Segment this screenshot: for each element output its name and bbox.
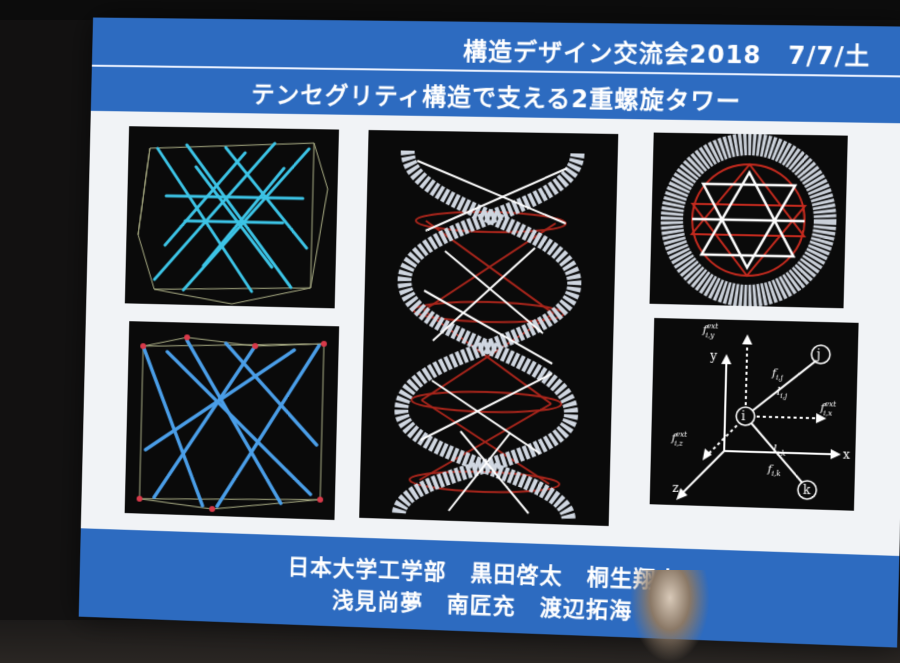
foreground-person-silhouette (630, 570, 710, 663)
node-j-circle (811, 345, 830, 364)
slide-header: 構造デザイン交流会2018 7/7/土 テンセグリティ構造で支える2重螺旋タワー (90, 17, 900, 124)
f-ik-label: fi,k (766, 462, 780, 478)
y-axis-label: y (709, 348, 718, 362)
author-name: 黒田啓太 (470, 561, 563, 590)
author-name: 浅見尚夢 (331, 588, 424, 617)
f-ext-z-label: fexti,z (670, 430, 687, 448)
node-k-circle (798, 481, 817, 500)
plan-view-drawing (650, 133, 848, 309)
author-name: 渡辺拓海 (539, 595, 633, 625)
tensegrity-render-bottom-left (124, 321, 340, 520)
event-title: 構造デザイン交流会2018 7/7/土 (463, 32, 871, 72)
node-k-label: k (803, 483, 812, 498)
room-ceiling (0, 0, 900, 20)
y-axis-line (724, 360, 726, 451)
node-i-label: i (741, 409, 745, 423)
node-force-diagram: i j k x y z fi,j li,j li,k fi,k fexti,y … (649, 317, 859, 511)
node-i-circle (736, 407, 755, 426)
projected-slide: 構造デザイン交流会2018 7/7/土 テンセグリティ構造で支える2重螺旋タワー (78, 17, 900, 648)
force-diagram-drawing: i j k x y z fi,j li,j li,k fi,k fexti,y … (670, 322, 851, 511)
event-date: 7/7/土 (787, 41, 871, 71)
tensegrity-blue-drawing (125, 321, 327, 520)
x-axis-label: x (843, 447, 851, 462)
f-ext-y-label: fexti,y (701, 322, 718, 340)
node-j-label: j (814, 347, 820, 361)
author-name: 南匠充 (446, 592, 516, 621)
tensegrity-render-top-left (124, 126, 339, 309)
l-ik-label: li,k (773, 442, 786, 458)
f-ij-label: fi,j (771, 366, 784, 382)
z-axis-label: z (672, 481, 679, 495)
event-name: 構造デザイン交流会2018 (462, 37, 762, 70)
tensegrity-cyan-drawing (125, 126, 339, 308)
slide-main-title: テンセグリティ構造で支える2重螺旋タワー (250, 80, 742, 116)
helix-drawing (359, 130, 618, 526)
double-helix-tower-render (359, 130, 619, 527)
helix-plan-view-render (649, 132, 848, 309)
f-ext-x-label: fexti,x (819, 400, 836, 418)
z-axis-line (680, 450, 724, 497)
l-ij-label: li,j (777, 385, 789, 401)
